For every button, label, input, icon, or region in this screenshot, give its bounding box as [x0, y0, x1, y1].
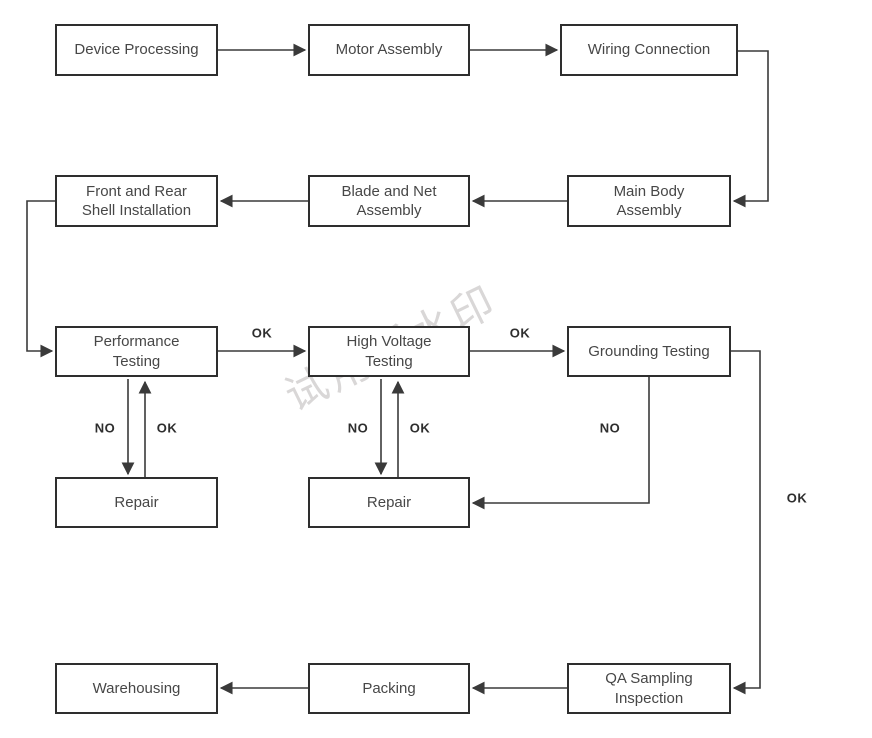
edge-label-no-performance-to-repair: NO — [94, 420, 116, 436]
node-high-voltage-testing: High Voltage Testing — [308, 326, 470, 377]
edge-grounding-no-to-repair — [471, 377, 650, 510]
edge-label-no-highvoltage-to-repair: NO — [347, 420, 369, 436]
node-grounding-testing: Grounding Testing — [567, 326, 731, 377]
node-packing: Packing — [308, 663, 470, 714]
edge-label-ok-repair-to-performance: OK — [156, 420, 178, 436]
node-wiring-connection: Wiring Connection — [560, 24, 738, 76]
node-repair-performance: Repair — [55, 477, 218, 528]
node-main-body-assembly: Main Body Assembly — [567, 175, 731, 227]
node-motor-assembly: Motor Assembly — [308, 24, 470, 76]
node-blade-and-net-assembly: Blade and Net Assembly — [308, 175, 470, 227]
edge-wiring-to-mainbody — [732, 50, 769, 208]
node-warehousing: Warehousing — [55, 663, 218, 714]
edge-label-ok-highvoltage-to-grounding: OK — [509, 325, 531, 341]
node-repair-highvoltage: Repair — [308, 477, 470, 528]
node-performance-testing: Performance Testing — [55, 326, 218, 377]
edge-label-ok-grounding-to-qa: OK — [786, 490, 808, 506]
edge-label-ok-performance-to-highvoltage: OK — [251, 325, 273, 341]
node-qa-sampling-inspection: QA Sampling Inspection — [567, 663, 731, 714]
edge-shell-to-performance — [26, 200, 55, 358]
edge-grounding-ok-to-qa — [731, 350, 761, 695]
node-device-processing: Device Processing — [55, 24, 218, 76]
node-front-rear-shell-installation: Front and Rear Shell Installation — [55, 175, 218, 227]
edge-label-ok-repair-to-highvoltage: OK — [409, 420, 431, 436]
edge-label-no-grounding-to-repair: NO — [599, 420, 621, 436]
